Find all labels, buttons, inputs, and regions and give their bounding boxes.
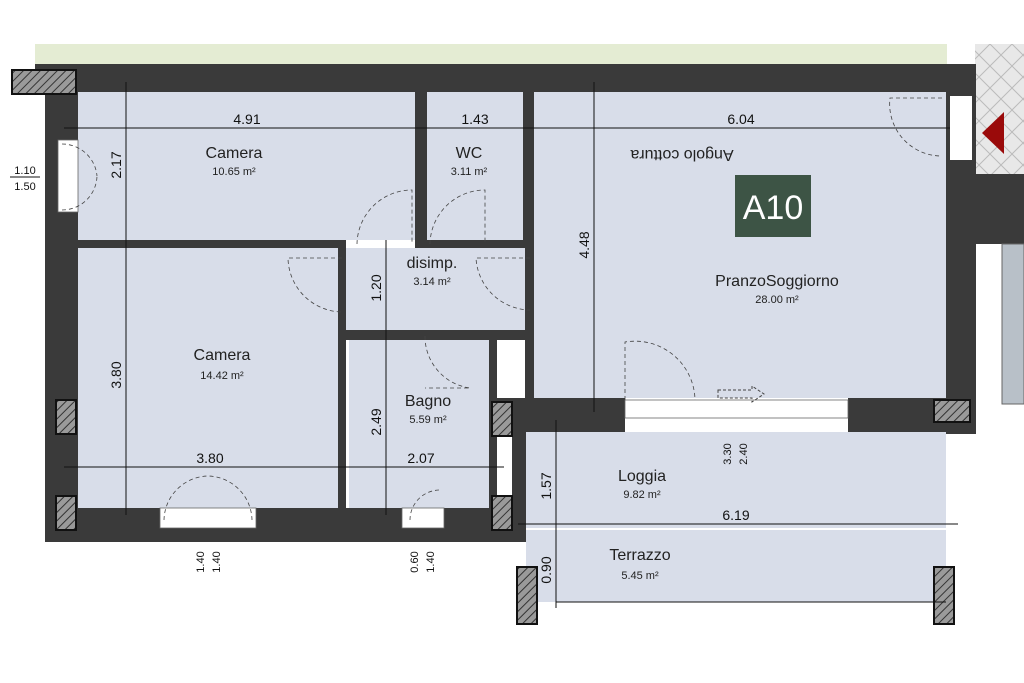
neighbour-tiles	[975, 44, 1024, 174]
dim-left-window-b: 1.50	[14, 181, 35, 193]
cucina-label: Angolo cottura	[630, 146, 733, 163]
camera1-name: Camera	[206, 145, 263, 162]
outside-strip	[35, 44, 947, 66]
dim-bottom-window1-a: 1.40	[195, 551, 207, 572]
room-camera-2	[78, 248, 338, 508]
wc-name: WC	[456, 145, 483, 162]
dim-camera2-height: 3.80	[108, 361, 124, 388]
unit-badge	[735, 175, 811, 237]
door-entrance	[889, 97, 943, 157]
dim-loggia-width: 6.19	[722, 507, 749, 523]
door-soggiorno-disimp	[475, 257, 531, 311]
wc-area: 3.11 m²	[451, 166, 488, 178]
dim-camera1-width: 4.91	[233, 111, 260, 127]
dim-loggia-door-b: 2.40	[738, 443, 750, 464]
door-camera2	[287, 257, 343, 313]
bottom-window-bagno-swing	[409, 489, 441, 521]
bottom-wall-left	[45, 508, 520, 542]
soggiorno-area: 28.00 m²	[755, 294, 799, 306]
dim-camera1-height: 2.17	[108, 151, 124, 178]
loggia-area: 9.82 m²	[623, 489, 661, 501]
door-camera1	[356, 189, 413, 245]
right-side-panel	[1001, 243, 1024, 405]
unit-code: A10	[743, 189, 804, 227]
wall-disimp-bagno	[338, 330, 534, 340]
bagno-area: 5.59 m²	[409, 414, 447, 426]
top-wall	[35, 64, 975, 92]
wall-wc-soggiorno	[523, 92, 534, 248]
pillar-loggia-right	[933, 399, 971, 423]
door-wc	[429, 189, 486, 245]
bottom-window-bagno	[401, 507, 445, 529]
dim-loggia-door-a: 3.30	[722, 443, 734, 464]
camera1-area: 10.65 m²	[212, 166, 256, 178]
wall-camera1-wc	[415, 92, 427, 248]
room-terrazzo	[526, 530, 946, 602]
disimp-name: disimp.	[407, 255, 458, 272]
wall-wc-bottom	[427, 240, 534, 248]
dim-wc-width: 1.43	[461, 111, 488, 127]
pillar-left-mid	[55, 399, 77, 435]
dim-bottom-window1-b: 1.40	[211, 551, 223, 572]
right-side-wall	[976, 174, 1024, 244]
camera2-area: 14.42 m²	[200, 370, 244, 382]
pillar-top-left	[11, 69, 77, 95]
loggia-door-opening	[624, 399, 849, 419]
soggiorno-name: PranzoSoggiorno	[715, 273, 839, 290]
dim-bottom-window2-b: 1.40	[425, 551, 437, 572]
dim-left-window-a: 1.10	[14, 165, 35, 177]
pillar-bagno-top	[491, 401, 513, 437]
dim-bottom-window2-a: 0.60	[409, 551, 421, 572]
dim-disimp-height: 1.20	[368, 274, 384, 301]
camera2-name: Camera	[194, 347, 251, 364]
wall-disimp-soggiorno	[525, 248, 534, 398]
wall-camera2-disimp	[338, 248, 346, 508]
dim-loggia-height: 1.57	[538, 472, 554, 499]
dim-soggiorno-height: 4.48	[576, 231, 592, 258]
bagno-name: Bagno	[405, 393, 451, 410]
terrazzo-area: 5.45 m²	[621, 570, 659, 582]
room-camera-1	[78, 92, 415, 240]
door-bagno	[424, 335, 471, 389]
pillar-terrazzo-right	[933, 566, 955, 625]
dim-bagno-height: 2.49	[368, 408, 384, 435]
right-opening	[950, 96, 972, 160]
dim-bagno-width: 2.07	[407, 450, 434, 466]
terrazzo-name: Terrazzo	[609, 547, 670, 564]
loggia-wall-left	[512, 432, 526, 542]
room-loggia	[526, 432, 946, 528]
dim-soggiorno-width: 6.04	[727, 111, 754, 127]
bottom-window-camera2	[159, 507, 257, 529]
room-bagno	[349, 340, 489, 508]
bottom-window-swing	[163, 475, 253, 521]
door-loggia	[624, 340, 696, 401]
dim-terrazzo-height: 0.90	[538, 556, 554, 583]
dim-camera2-width: 3.80	[196, 450, 223, 466]
disimp-area: 3.14 m²	[413, 276, 451, 288]
pillar-terrazzo-left	[516, 566, 538, 625]
entrance-arrow-icon	[982, 112, 1004, 154]
room-soggiorno	[534, 92, 946, 398]
pillar-left-bottom	[55, 495, 77, 531]
left-window	[57, 139, 79, 213]
loggia-name: Loggia	[618, 468, 666, 485]
room-disimp	[346, 248, 534, 330]
wall-camera1-camera2	[78, 240, 346, 248]
pillar-bagno-bottom	[491, 495, 513, 531]
room-wc	[427, 92, 523, 240]
